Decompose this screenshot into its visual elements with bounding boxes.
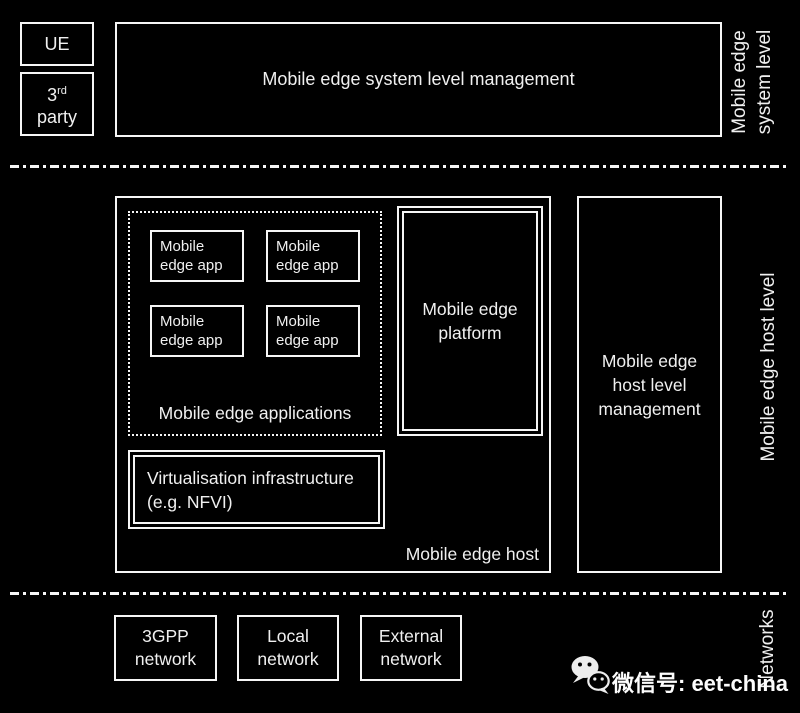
host-level-management-box: Mobile edge host level management [577, 196, 722, 573]
app-box: Mobile edge app [266, 230, 360, 282]
system-level-management-box: Mobile edge system level management [115, 22, 722, 137]
mobile-edge-host-label: Mobile edge host [405, 544, 539, 564]
virtualisation-infrastructure-box: Virtualisation infrastructure (e.g. NFVI… [128, 450, 385, 529]
app-box: Mobile edge app [150, 305, 244, 357]
host-networks-divider-line [10, 592, 786, 595]
wechat-id-label: 微信号: eet-china [612, 671, 789, 696]
third-party-line1: 3rd [47, 85, 67, 105]
network-box-external: External network [360, 615, 462, 681]
virtualisation-label: Virtualisation infrastructure (e.g. NFVI… [147, 467, 354, 512]
app-box: Mobile edge app [150, 230, 244, 282]
ue-box: UE [20, 22, 94, 66]
host-level-management-label: Mobile edge host level management [598, 350, 701, 419]
app-box: Mobile edge app [266, 305, 360, 357]
network-box-local: Local network [237, 615, 339, 681]
third-party-box: 3rd party [20, 72, 94, 136]
system-level-side-label: Mobile edge system level [729, 29, 775, 135]
host-level-side-label: Mobile edge host level [758, 272, 779, 462]
wechat-icon [570, 654, 612, 696]
ue-label: UE [44, 33, 70, 54]
mobile-edge-platform-box: Mobile edge platform [397, 206, 543, 436]
mobile-edge-host-box: Mobile edge app Mobile edge app Mobile e… [115, 196, 551, 573]
system-host-divider-line [10, 165, 786, 168]
system-level-management-label: Mobile edge system level management [262, 69, 575, 89]
applications-group-label: Mobile edge applications [158, 403, 352, 423]
mobile-edge-applications-group: Mobile edge app Mobile edge app Mobile e… [128, 211, 382, 436]
platform-label: Mobile edge platform [422, 299, 518, 343]
network-box-3gpp: 3GPP network [114, 615, 217, 681]
third-party-line2: party [36, 107, 78, 127]
